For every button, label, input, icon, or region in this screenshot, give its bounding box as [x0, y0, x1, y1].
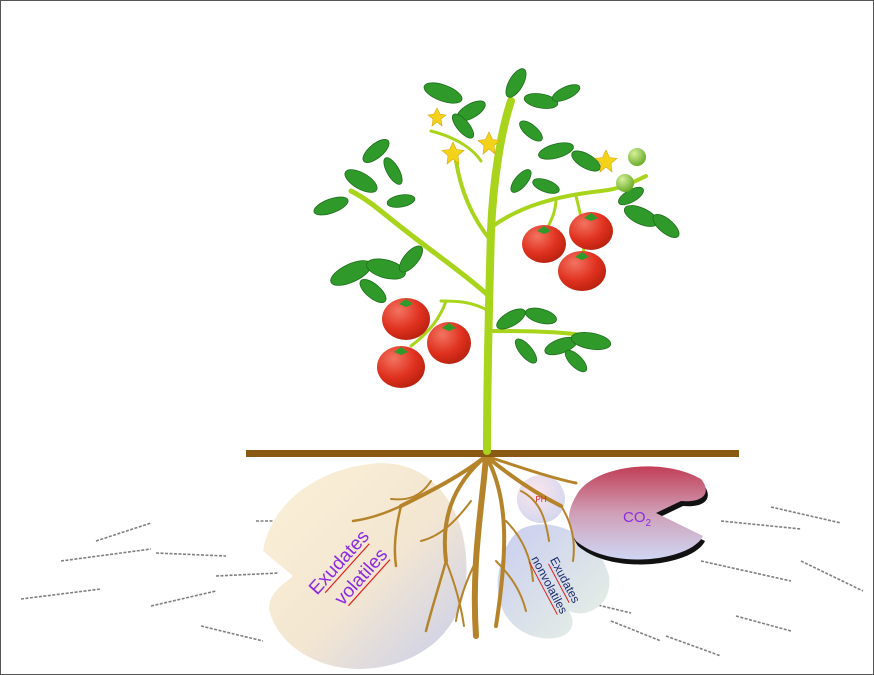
- soil-line: [246, 450, 739, 457]
- co2-label-subscript: 2: [646, 518, 652, 529]
- co2-label-main: CO: [623, 509, 646, 526]
- ph-label: PH: [535, 495, 546, 504]
- plant-leaves: [312, 66, 683, 375]
- unripe-fruits: [616, 148, 646, 192]
